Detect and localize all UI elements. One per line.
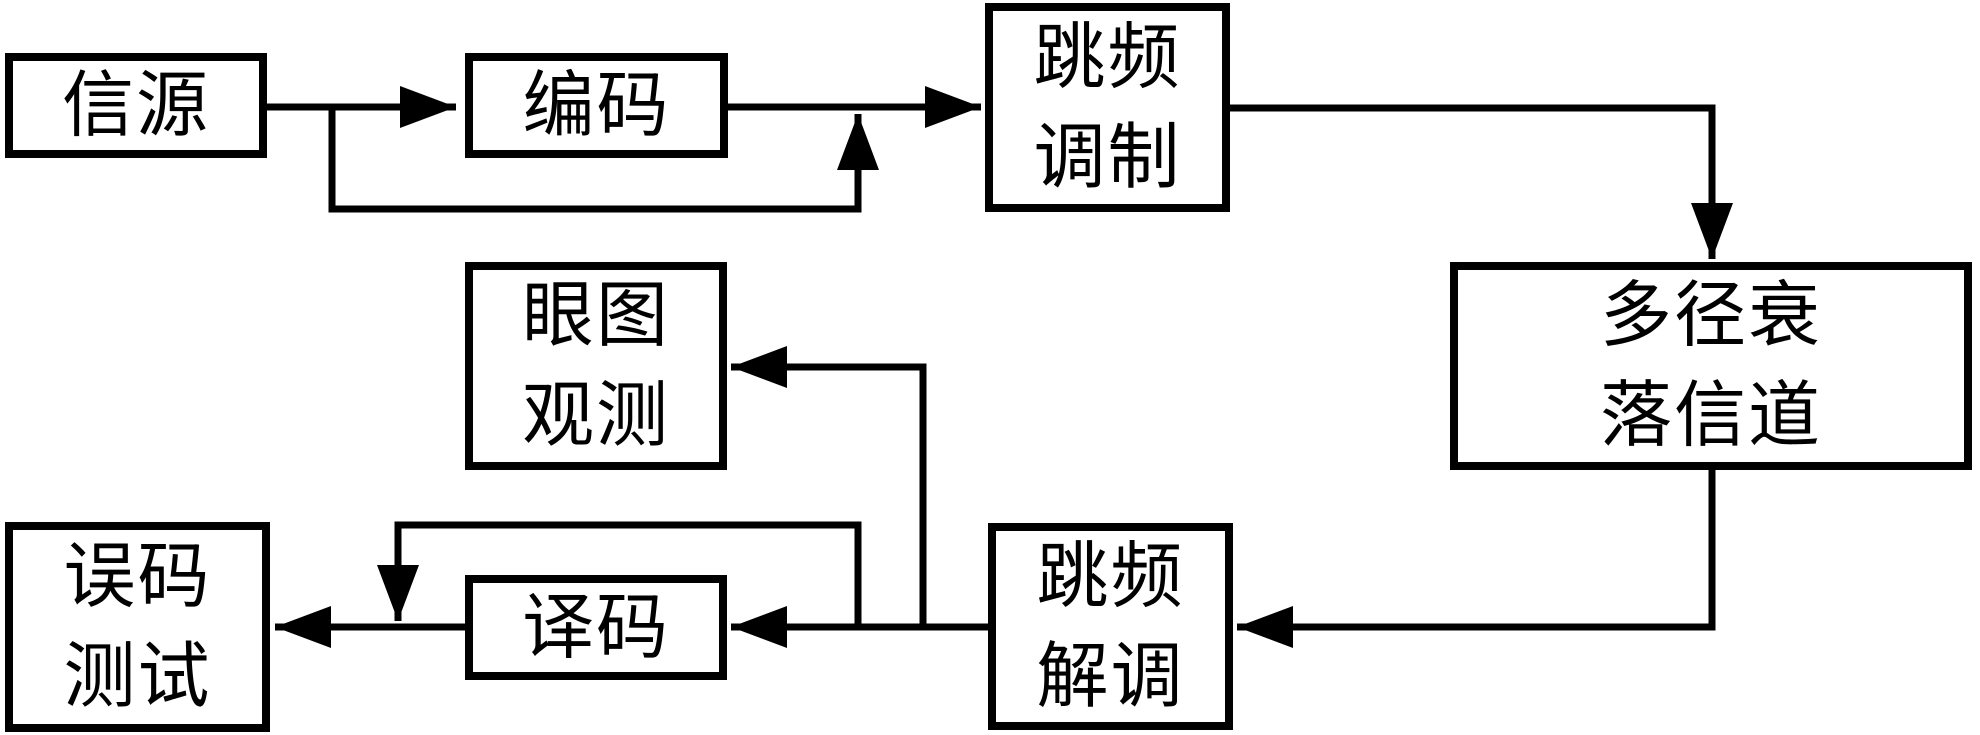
edge-channel-fhdemod [1237,470,1716,648]
node-label-line: 测试 [63,637,212,717]
node-label-line: 观测 [521,376,670,456]
node-fh-demod: 跳频解调 [988,523,1233,730]
node-label-line: 误码 [63,537,212,617]
node-label-line: 信源 [61,65,210,146]
node-label-line: 编码 [522,65,671,146]
node-label-line: 解调 [1036,636,1185,717]
node-label-line: 调制 [1033,117,1182,198]
node-fh-mod: 跳频调制 [985,3,1230,212]
edge-tap-eye [731,346,927,627]
edge-decode-bypass [377,521,862,627]
node-label-line: 跳频 [1033,17,1182,98]
node-label-line: 眼图 [521,276,670,356]
node-source: 信源 [5,53,267,158]
node-label-line: 跳频 [1036,536,1185,617]
edge-source-bypass-to-modline [328,107,879,213]
edge-fhmod-channel [1230,104,1733,259]
node-eye: 眼图观测 [465,262,727,470]
node-label-line: 落信道 [1599,376,1822,456]
node-channel: 多径衰落信道 [1450,262,1972,470]
node-label-line: 多径衰 [1599,276,1822,356]
node-ber: 误码测试 [5,522,270,732]
node-label-line: 译码 [521,587,670,668]
node-encode: 编码 [465,53,728,158]
node-decode: 译码 [465,575,727,680]
